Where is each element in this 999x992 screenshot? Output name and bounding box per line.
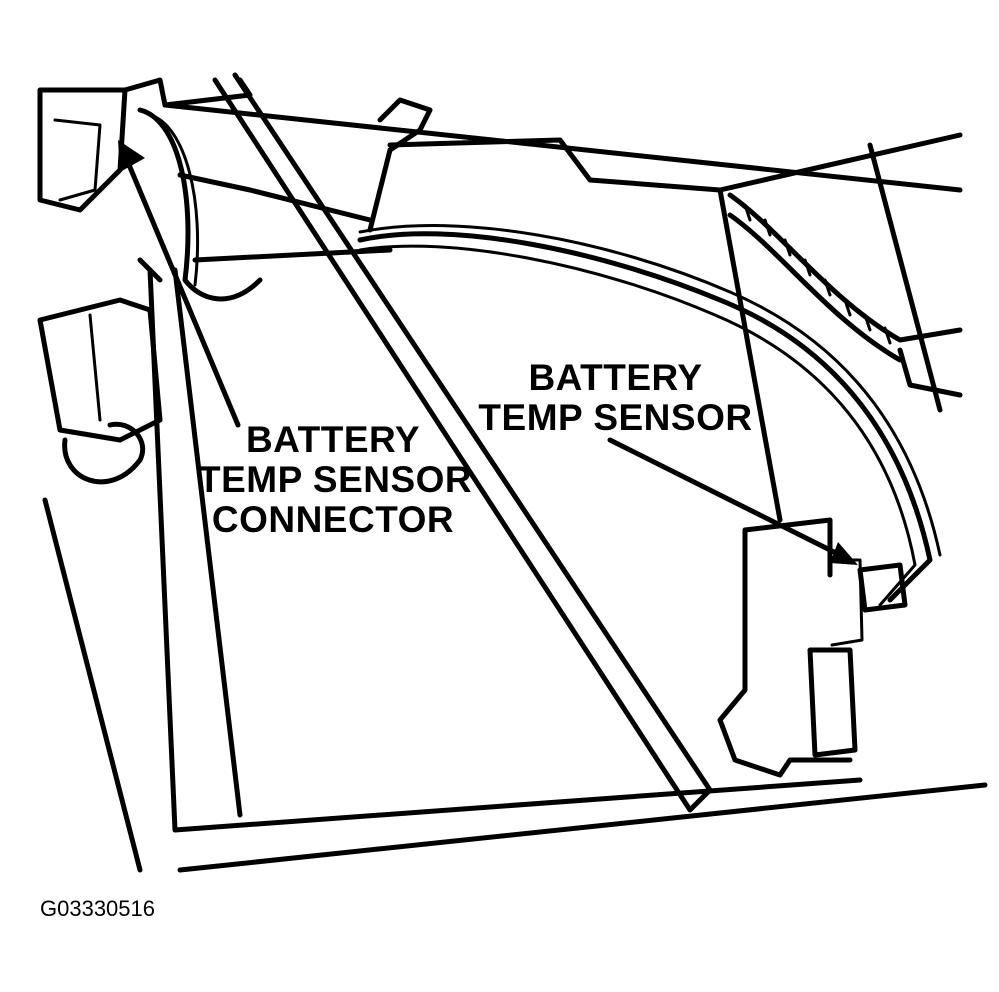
connector-callout-arrow bbox=[118, 140, 241, 428]
battery-temp-sensor-connector-label: BATTERY TEMP SENSOR CONNECTOR bbox=[198, 419, 473, 540]
battery-case bbox=[147, 267, 988, 873]
callout-line: CONNECTOR bbox=[211, 499, 455, 540]
callout-line: BATTERY bbox=[528, 357, 703, 398]
callout-line: TEMP SENSOR bbox=[198, 459, 473, 500]
left-hose-fitting bbox=[37, 297, 163, 873]
callout-line: BATTERY bbox=[245, 419, 421, 460]
battery-temp-sensor-label: BATTERY TEMP SENSOR bbox=[478, 358, 753, 438]
sensor-wires bbox=[137, 107, 942, 613]
callout-line: TEMP SENSOR bbox=[478, 397, 753, 438]
wiring-harness-loom bbox=[717, 142, 963, 523]
hold-down-rod bbox=[212, 72, 713, 813]
figure-id: G03330516 bbox=[40, 896, 155, 921]
sensor-callout-arrow bbox=[607, 437, 858, 565]
upper-structure bbox=[37, 77, 963, 283]
